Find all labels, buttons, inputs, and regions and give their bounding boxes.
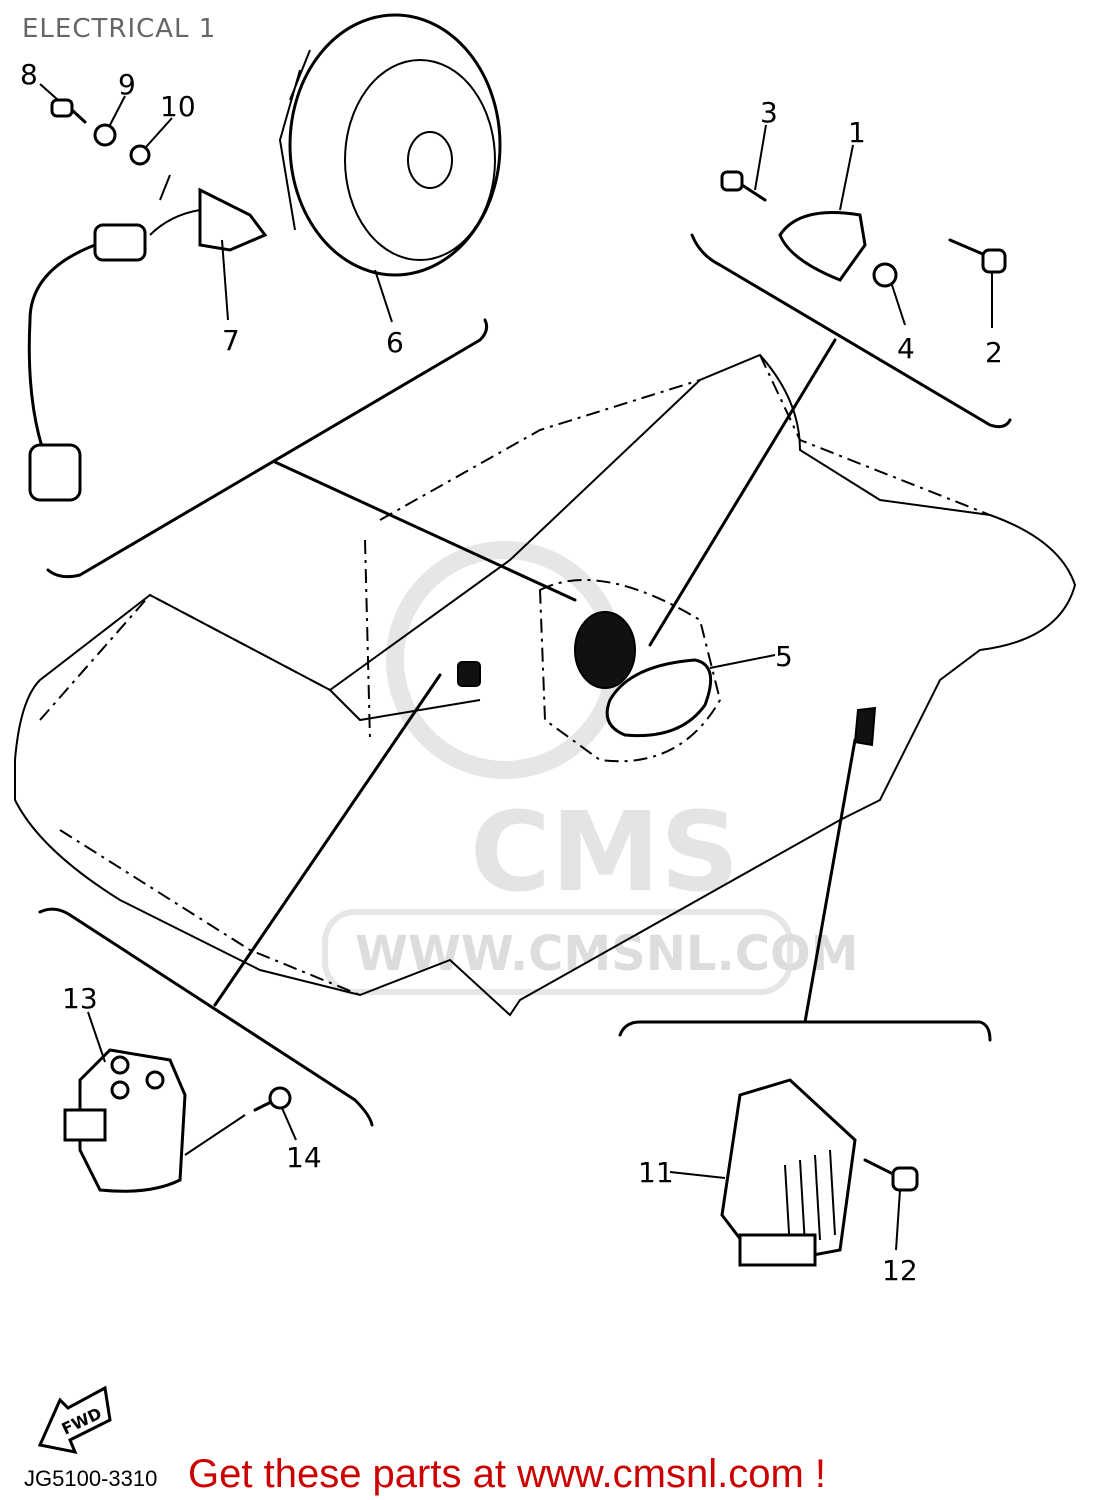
callout-numbers: 1 2 3 4 5 6 7 8 9 10 11 12 13 14 <box>20 58 1003 1287</box>
fwd-arrow: FWD <box>37 1385 112 1455</box>
callout-8: 8 <box>20 58 38 91</box>
vehicle-body <box>14 353 1077 1017</box>
callout-12: 12 <box>882 1254 918 1287</box>
page-title: ELECTRICAL 1 <box>22 14 217 44</box>
callout-5: 5 <box>775 640 793 673</box>
callout-14: 14 <box>286 1141 322 1174</box>
promo-link[interactable]: Get these parts at www.cmsnl.com ! <box>188 1452 826 1496</box>
leader-lines <box>38 233 1012 1127</box>
callout-4: 4 <box>897 332 915 365</box>
callout-1: 1 <box>848 116 866 149</box>
diagram-code: JG5100-3310 <box>24 1466 158 1491</box>
callout-11: 11 <box>638 1156 674 1189</box>
callout-10: 10 <box>160 90 196 123</box>
callout-2: 2 <box>985 336 1003 369</box>
callout-leaders <box>39 83 993 1251</box>
callout-7: 7 <box>222 324 240 357</box>
callout-6: 6 <box>386 326 404 359</box>
part-starter-relay <box>63 1048 292 1193</box>
part-bolts-small <box>50 98 1007 288</box>
callout-13: 13 <box>62 982 98 1015</box>
part-flywheel-rotor <box>278 13 502 277</box>
callout-3: 3 <box>760 96 778 129</box>
part-grommets <box>457 611 877 747</box>
callout-9: 9 <box>118 68 136 101</box>
part-pickup-coil <box>27 174 268 502</box>
part-rectifier-regulator <box>720 1078 919 1267</box>
watermark-url-text: WWW.CMSNL.COM <box>355 926 859 982</box>
watermark-logo-text: CMS <box>470 788 739 916</box>
watermark: CMS WWW.CMSNL.COM <box>322 541 859 995</box>
